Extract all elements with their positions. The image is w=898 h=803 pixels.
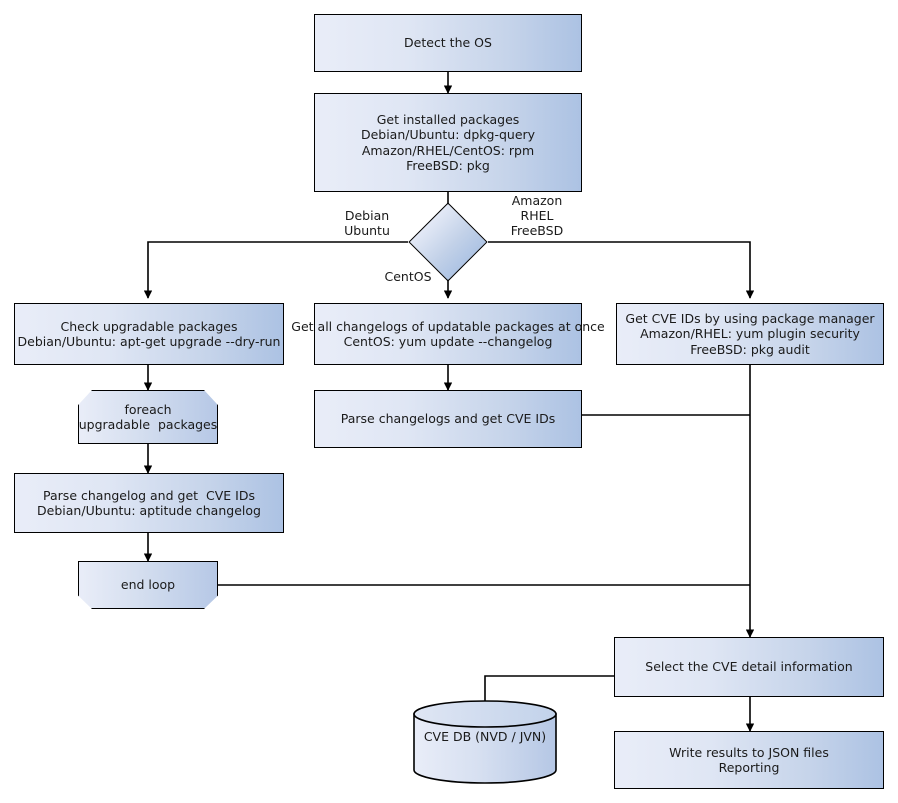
node-get-installed-packages-line2: Debian/Ubuntu: dpkg-query	[360, 127, 536, 142]
node-foreach-line2: upgradable packages	[78, 417, 218, 432]
node-get-cve-ids-line3: FreeBSD: pkg audit	[690, 341, 810, 357]
node-get-installed-packages-line1: Get installed packages	[376, 111, 520, 127]
node-end-loop[interactable]: end loop	[78, 561, 218, 609]
node-parse-changelogs-centos[interactable]: Parse changelogs and get CVE IDs	[314, 390, 582, 448]
node-get-installed-packages[interactable]: Get installed packages Debian/Ubuntu: dp…	[314, 93, 582, 192]
node-check-upgradable-packages[interactable]: Check upgradable packages Debian/Ubuntu:…	[14, 303, 284, 365]
node-get-cve-ids-line1: Get CVE IDs by using package manager	[625, 310, 875, 326]
node-check-upgradable-line2: Debian/Ubuntu: apt-get upgrade --dry-run	[17, 334, 281, 349]
edge-cvedb-to-select-cve	[484, 675, 614, 712]
node-parse-changelog-debian-line2: Debian/Ubuntu: aptitude changelog	[37, 503, 261, 518]
node-detect-os-label: Detect the OS	[404, 35, 492, 51]
node-foreach-line1: foreach	[124, 401, 172, 417]
edge-label-amazon-rhel-freebsd: Amazon RHEL FreeBSD	[510, 193, 564, 238]
edge-decision-to-cve-pkg-manager	[488, 241, 755, 299]
node-write-results-line1: Write results to JSON files	[669, 744, 829, 760]
node-parse-changelogs-centos-label: Parse changelogs and get CVE IDs	[340, 411, 556, 427]
node-get-installed-packages-line3: Amazon/RHEL/CentOS: rpm	[361, 142, 535, 158]
edge-label-centos: CentOS	[384, 269, 432, 284]
node-get-all-changelogs[interactable]: Get all changelogs of updatable packages…	[291, 303, 605, 365]
node-parse-changelog-debian-line1: Parse changelog and get CVE IDs	[43, 487, 255, 503]
node-cve-database[interactable]	[412, 700, 558, 784]
node-get-installed-packages-line4: FreeBSD: pkg	[406, 158, 490, 173]
node-write-results[interactable]: Write results to JSON files Reporting	[614, 731, 884, 789]
database-icon	[413, 700, 557, 784]
node-select-cve-detail-label: Select the CVE detail information	[645, 659, 853, 675]
node-get-cve-ids-line2: Amazon/RHEL: yum plugin security	[640, 326, 860, 342]
node-detect-os[interactable]: Detect the OS	[314, 14, 582, 72]
node-select-cve-detail[interactable]: Select the CVE detail information	[614, 637, 884, 697]
node-foreach-loop-start[interactable]: foreach upgradable packages	[78, 390, 218, 444]
node-get-cve-ids-package-manager[interactable]: Get CVE IDs by using package manager Ama…	[616, 303, 884, 365]
edge-label-debian-ubuntu: Debian Ubuntu	[344, 208, 390, 238]
node-check-upgradable-line1: Check upgradable packages	[60, 318, 238, 334]
node-parse-changelog-debian[interactable]: Parse changelog and get CVE IDs Debian/U…	[14, 473, 284, 533]
node-get-all-changelogs-line2: CentOS: yum update --changelog	[343, 334, 553, 349]
edge-decision-to-check-upgradable	[143, 241, 408, 299]
node-write-results-line2: Reporting	[718, 760, 780, 775]
node-end-loop-label: end loop	[120, 577, 176, 593]
node-get-all-changelogs-line1: Get all changelogs of updatable packages…	[291, 318, 605, 334]
